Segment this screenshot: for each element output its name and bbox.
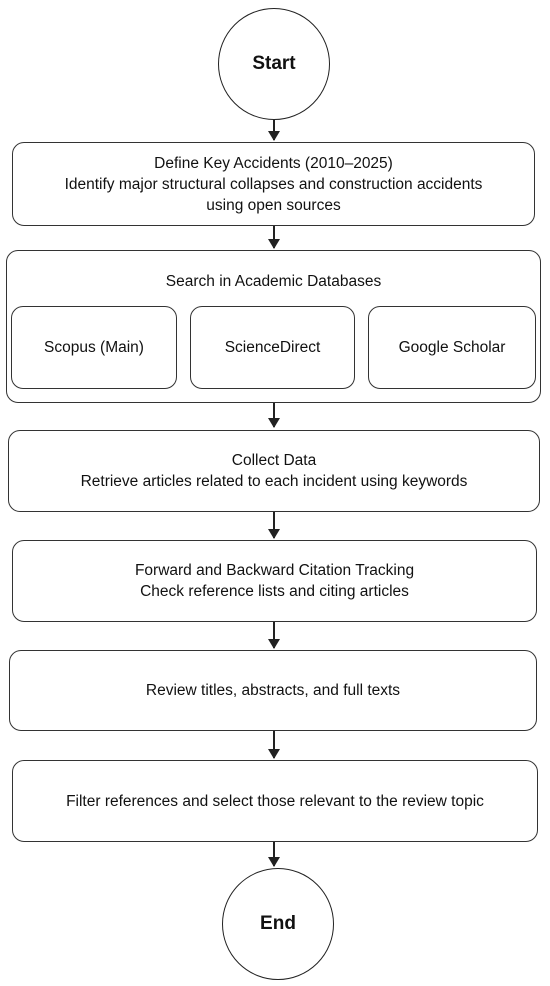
arrow-step4-step5	[268, 622, 280, 649]
source-sciencedirect-label: ScienceDirect	[224, 338, 321, 356]
arrow-start-step1	[268, 120, 280, 141]
step1-line2: Identify major structural collapses and …	[64, 175, 483, 193]
start-label: Start	[252, 53, 296, 74]
step-collect-data: Collect Data Retrieve articles related t…	[8, 430, 540, 512]
step-define-key-accidents: Define Key Accidents (2010–2025) Identif…	[12, 142, 535, 226]
end-label: End	[260, 913, 296, 934]
step5-title: Review titles, abstracts, and full texts	[145, 682, 401, 699]
source-google-scholar: Google Scholar	[368, 306, 536, 389]
step2-title: Search in Academic Databases	[165, 273, 382, 290]
arrow-step5-step6	[268, 731, 280, 759]
step-citation-tracking: Forward and Backward Citation Tracking C…	[12, 540, 537, 622]
step1-title: Define Key Accidents (2010–2025)	[154, 154, 393, 172]
source-google-scholar-label: Google Scholar	[398, 338, 506, 356]
step4-title: Forward and Backward Citation Tracking	[134, 562, 415, 579]
arrow-step3-step4	[268, 512, 280, 539]
arrow-step1-step2	[268, 226, 280, 249]
source-scopus-label: Scopus (Main)	[44, 338, 144, 356]
step4-line2: Check reference lists and citing article…	[140, 583, 409, 600]
step3-title: Collect Data	[231, 452, 317, 469]
step1-line3: using open sources	[206, 196, 341, 214]
arrow-step2-step3	[268, 403, 280, 428]
source-scopus: Scopus (Main)	[11, 306, 177, 389]
step3-line2: Retrieve articles related to each incide…	[80, 473, 468, 490]
arrow-step6-end	[268, 842, 280, 867]
start-node: Start	[218, 8, 330, 120]
end-node: End	[222, 868, 334, 980]
source-sciencedirect: ScienceDirect	[190, 306, 355, 389]
step6-title: Filter references and select those relev…	[66, 792, 484, 810]
step-review-texts: Review titles, abstracts, and full texts	[9, 650, 537, 731]
step-filter-references: Filter references and select those relev…	[12, 760, 538, 842]
